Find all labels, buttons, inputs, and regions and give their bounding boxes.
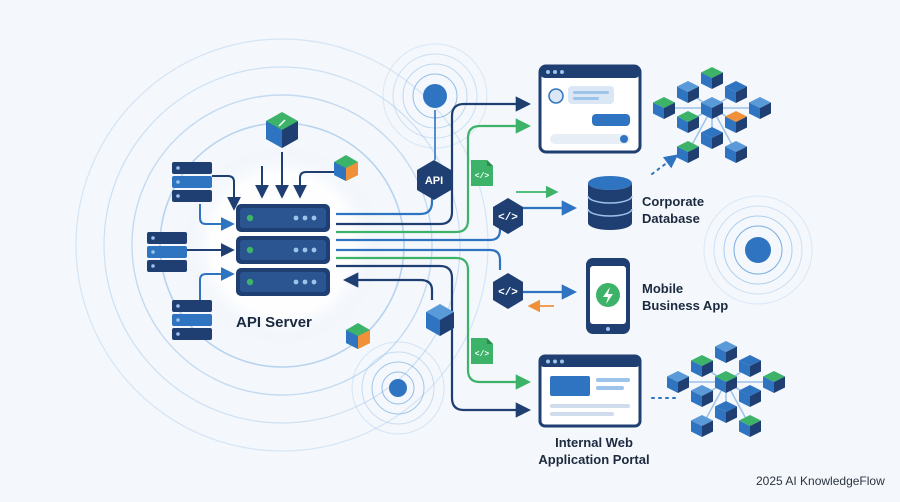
network-cube <box>653 97 675 119</box>
network-cube <box>691 415 713 437</box>
mobile-app-label: Mobile Business App <box>642 280 728 314</box>
network-cube <box>725 81 747 103</box>
network-cube <box>701 127 723 149</box>
network-cube <box>677 111 699 133</box>
server-rack-icon <box>236 204 330 232</box>
network-cube <box>691 355 713 377</box>
signal-ring-icon <box>703 195 813 305</box>
signal-ring-icon <box>351 341 445 435</box>
database-label-line1: Corporate <box>642 194 705 209</box>
api-server-label: API Server <box>236 314 312 331</box>
cube-icon <box>346 323 370 349</box>
network-cube <box>725 141 747 163</box>
server-ring-group <box>75 38 489 452</box>
code-hexagon-text: </> <box>498 212 518 224</box>
database-label-line2: Database <box>642 211 700 226</box>
web-portal-label-line2: Application Portal <box>538 452 650 467</box>
web-portal-label: Internal Web Application Portal <box>528 434 660 468</box>
cube-network-icon <box>667 341 785 437</box>
code-hexagon-text: </> <box>498 287 518 299</box>
small-server-icon <box>172 162 212 202</box>
cube-icon <box>334 155 358 181</box>
network-cube <box>667 371 689 393</box>
network-cube <box>739 385 761 407</box>
network-cube <box>715 401 737 423</box>
lightning-icon <box>596 283 620 307</box>
small-server-icon <box>147 232 187 272</box>
code-file-text: </> <box>475 350 490 359</box>
api-hexagon-icon: API <box>417 160 451 200</box>
smartphone-icon <box>586 258 630 334</box>
network-cube <box>749 97 771 119</box>
network-cube <box>763 371 785 393</box>
cube-network-icon <box>653 67 771 163</box>
code-hexagon-icon: </> <box>493 273 523 309</box>
web-portal-label-line1: Internal Web <box>555 435 633 450</box>
network-cube <box>715 371 737 393</box>
signal-ring-icon <box>382 43 488 149</box>
database-label: Corporate Database <box>642 193 704 227</box>
api-server-rack-icon <box>236 204 330 296</box>
network-cube <box>701 67 723 89</box>
network-cube <box>691 385 713 407</box>
small-server-icon <box>172 300 212 340</box>
code-file-icon: </> <box>471 338 493 364</box>
network-cube <box>739 415 761 437</box>
cube-icon <box>266 112 298 148</box>
network-cube <box>677 141 699 163</box>
database-icon <box>587 176 633 230</box>
network-cube <box>725 111 747 133</box>
dotted-connectors <box>651 154 679 399</box>
network-cube <box>715 341 737 363</box>
server-rack-icon <box>236 268 330 296</box>
network-cube <box>701 97 723 119</box>
outbound-connectors <box>336 96 578 418</box>
server-rack-icon <box>236 236 330 264</box>
footer-credit: 2025 AI KnowledgeFlow <box>756 474 885 488</box>
chat-window-icon <box>538 64 642 154</box>
mobile-app-label-line2: Business App <box>642 298 729 313</box>
network-cube <box>677 81 699 103</box>
web-browser-icon <box>538 354 642 428</box>
api-badge-text: API <box>425 175 443 187</box>
inbound-connectors <box>187 152 335 300</box>
network-cube <box>739 355 761 377</box>
mobile-app-label-line1: Mobile <box>642 281 684 296</box>
code-file-text: </> <box>475 172 490 181</box>
code-file-icon: </> <box>471 160 493 186</box>
code-hexagon-icon: </> <box>493 198 523 234</box>
cube-icon <box>426 304 454 336</box>
